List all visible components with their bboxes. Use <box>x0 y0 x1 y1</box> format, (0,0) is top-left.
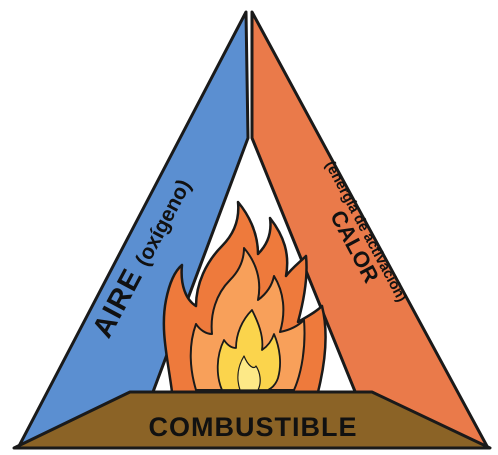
fuel-label: COMBUSTIBLE <box>149 412 358 442</box>
